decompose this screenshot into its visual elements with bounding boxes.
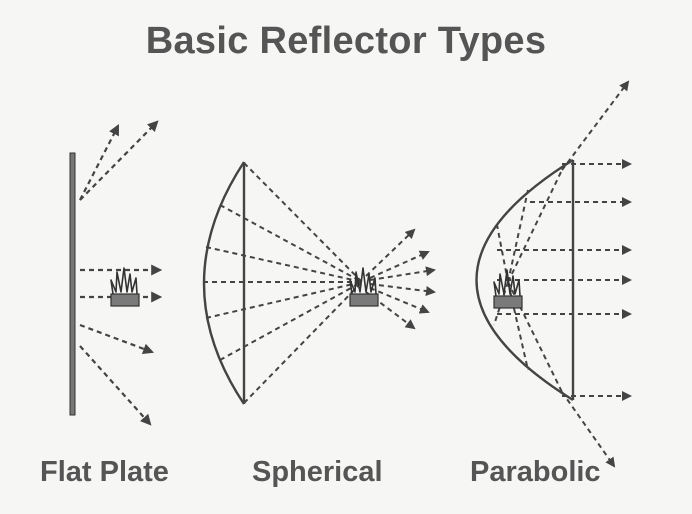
caption-parabolic: Parabolic <box>470 456 601 488</box>
flat-plate-reflector <box>69 152 76 416</box>
flat-plate-diagram <box>69 120 163 426</box>
spherical-diagram <box>202 161 436 405</box>
spherical-rays-out <box>365 228 436 330</box>
parabolic-reflector <box>475 158 574 402</box>
light-source-parabolic <box>493 269 523 309</box>
diagram-title: Basic Reflector Types <box>145 20 547 62</box>
light-source-flat <box>110 267 140 307</box>
spherical-reflector <box>202 161 246 405</box>
parabolic-rays-out <box>497 80 632 468</box>
caption-flat-plate: Flat Plate <box>40 456 169 488</box>
caption-spherical: Spherical <box>252 456 383 488</box>
parabolic-diagram <box>475 80 632 468</box>
flat-plate-rays <box>79 120 163 426</box>
spherical-rays-in <box>203 162 363 404</box>
